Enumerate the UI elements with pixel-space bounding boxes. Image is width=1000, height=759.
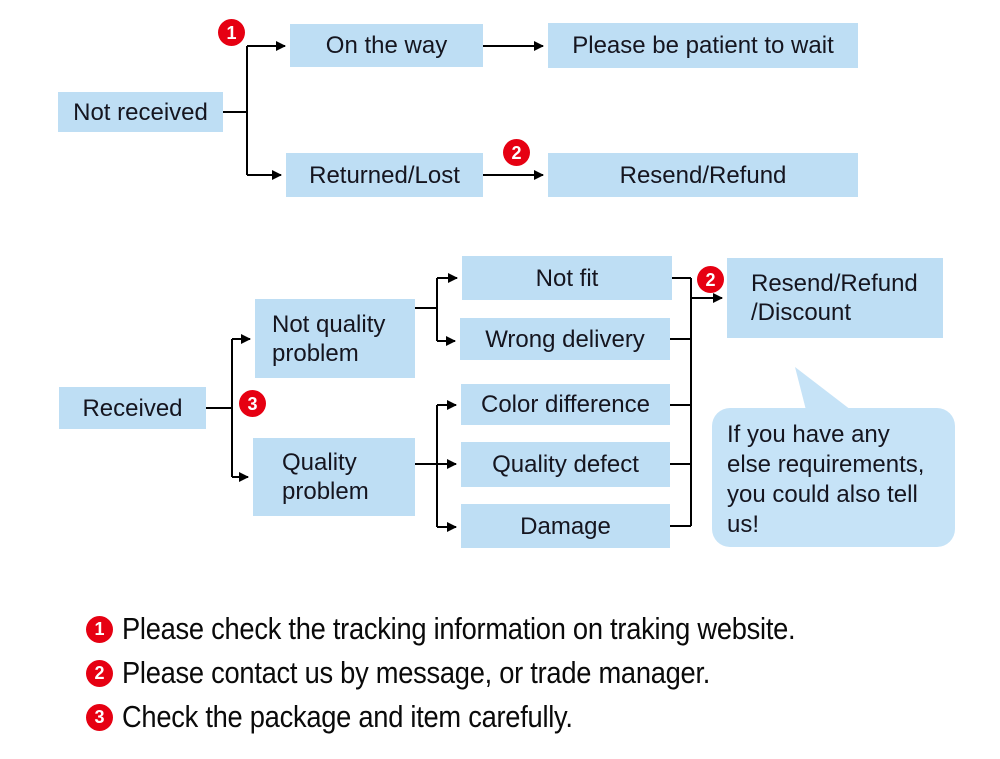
node-color-difference: Color difference — [461, 384, 670, 425]
legend-badge-1: 1 — [86, 615, 113, 643]
node-not-fit: Not fit — [462, 256, 672, 300]
node-resend-refund-discount: Resend/Refund /Discount — [727, 258, 943, 338]
legend-item-1: 1 Please check the tracking information … — [86, 611, 887, 646]
legend-badge-3: 3 — [86, 703, 113, 731]
node-please-be-patient: Please be patient to wait — [548, 23, 858, 68]
node-quality-problem: Quality problem — [253, 438, 415, 516]
node-on-the-way: On the way — [290, 24, 483, 67]
legend-badge-2: 2 — [86, 659, 113, 687]
speech-bubble: If you have any else requirements, you c… — [712, 408, 955, 547]
step-marker-2b: 2 — [697, 266, 724, 293]
legend-text-2: Please contact us by message, or trade m… — [122, 655, 711, 690]
legend-item-2: 2 Please contact us by message, or trade… — [86, 655, 790, 690]
step-marker-1: 1 — [218, 19, 245, 46]
step-marker-3: 3 — [239, 390, 266, 417]
legend-text-1: Please check the tracking information on… — [122, 611, 796, 646]
node-resend-refund: Resend/Refund — [548, 153, 858, 197]
node-not-quality-problem: Not quality problem — [255, 299, 415, 378]
node-returned-lost: Returned/Lost — [286, 153, 483, 197]
node-not-received: Not received — [58, 92, 223, 132]
legend-text-3: Check the package and item carefully. — [122, 699, 573, 734]
node-quality-defect: Quality defect — [461, 442, 670, 487]
step-marker-2: 2 — [503, 139, 530, 166]
node-damage: Damage — [461, 504, 670, 548]
legend-item-3: 3 Check the package and item carefully. — [86, 699, 634, 734]
bubble-tail — [795, 367, 851, 410]
node-received: Received — [59, 387, 206, 429]
node-wrong-delivery: Wrong delivery — [460, 318, 670, 360]
